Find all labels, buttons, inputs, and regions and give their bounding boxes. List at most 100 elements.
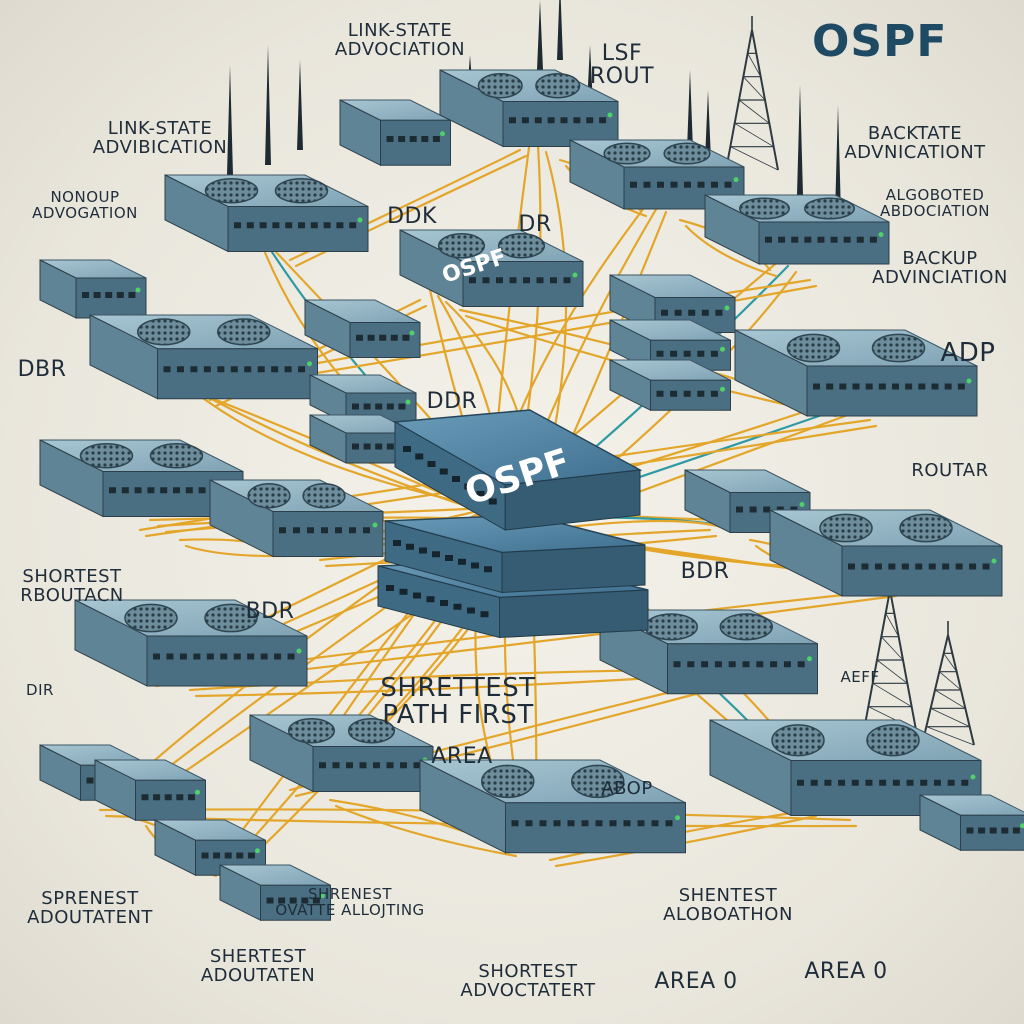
port — [651, 820, 659, 827]
port — [630, 181, 637, 188]
port — [224, 852, 232, 859]
port — [452, 476, 460, 482]
port — [266, 897, 274, 904]
core-router-middle — [384, 514, 646, 594]
label-text: SPRENEST — [41, 888, 139, 909]
port — [257, 366, 265, 373]
port — [670, 350, 678, 357]
port — [673, 661, 681, 668]
tower-icon — [725, 16, 779, 171]
port — [643, 181, 651, 188]
port — [415, 453, 424, 460]
port — [550, 277, 557, 284]
port — [933, 779, 941, 786]
port — [187, 794, 195, 801]
port — [715, 309, 723, 316]
port — [203, 366, 211, 373]
port — [349, 222, 357, 229]
port — [586, 117, 594, 124]
port — [928, 563, 936, 570]
port — [521, 117, 529, 124]
port — [560, 117, 568, 124]
fan-grille — [804, 197, 855, 220]
fan-grille — [871, 333, 926, 363]
port — [419, 547, 427, 554]
port — [409, 136, 417, 142]
port — [293, 527, 300, 534]
port — [957, 383, 965, 390]
port — [813, 383, 820, 390]
port — [312, 897, 320, 904]
port — [684, 181, 691, 188]
port — [826, 383, 834, 390]
label-text: BDR — [680, 559, 730, 584]
port — [701, 661, 709, 668]
port — [352, 443, 359, 450]
tower-icon — [921, 621, 975, 746]
fan-grille — [771, 724, 825, 757]
port — [496, 277, 503, 284]
router-16 — [74, 599, 308, 687]
antenna-icon — [265, 45, 271, 165]
port — [623, 820, 631, 827]
port — [869, 236, 877, 243]
port — [879, 779, 887, 786]
fan-grille — [137, 318, 191, 346]
antenna-layer — [227, 0, 975, 746]
router-29 — [609, 359, 731, 412]
port — [687, 661, 695, 668]
antenna-icon — [835, 105, 841, 215]
label-subtext: ADVOCIATION — [334, 38, 466, 60]
port — [386, 762, 394, 769]
port — [915, 563, 923, 570]
router-4 — [569, 139, 745, 210]
port — [480, 611, 489, 618]
port — [193, 653, 201, 660]
router-5 — [704, 194, 890, 265]
port — [121, 487, 129, 494]
diagram-label: ABOP — [601, 779, 652, 799]
label-text: AREA 0 — [804, 959, 888, 984]
antenna-icon — [297, 60, 303, 150]
port — [458, 558, 466, 565]
port — [966, 827, 974, 834]
router-3 — [439, 69, 619, 148]
port — [233, 653, 241, 660]
label-text: LINK-STATE — [107, 118, 213, 139]
port — [920, 779, 928, 786]
port — [665, 820, 673, 827]
port — [398, 136, 406, 142]
diagram-label: DBR — [18, 358, 67, 381]
label-subtext: ADVNICATIONT — [844, 141, 986, 163]
label-text: LINK-STATE — [347, 20, 453, 41]
port — [838, 779, 846, 786]
port — [791, 236, 799, 243]
fan-grille — [347, 718, 396, 744]
page-title: OSPF — [812, 16, 948, 67]
label-subtext: ALOBOATHON — [663, 903, 793, 925]
port — [749, 506, 757, 513]
port — [399, 588, 408, 595]
port — [234, 222, 241, 229]
port — [246, 222, 254, 229]
port — [363, 403, 371, 410]
label-text: DDR — [426, 389, 478, 414]
fan-grille — [204, 178, 259, 204]
port — [82, 292, 89, 298]
port — [153, 794, 161, 801]
port — [852, 383, 860, 390]
port — [797, 779, 804, 786]
port — [400, 762, 407, 769]
port — [467, 607, 475, 614]
port — [830, 236, 838, 243]
port — [484, 566, 492, 573]
router-12 — [39, 439, 244, 518]
port — [848, 563, 855, 570]
label-subtext: ABDOCIATION — [879, 201, 991, 220]
port — [247, 653, 255, 660]
